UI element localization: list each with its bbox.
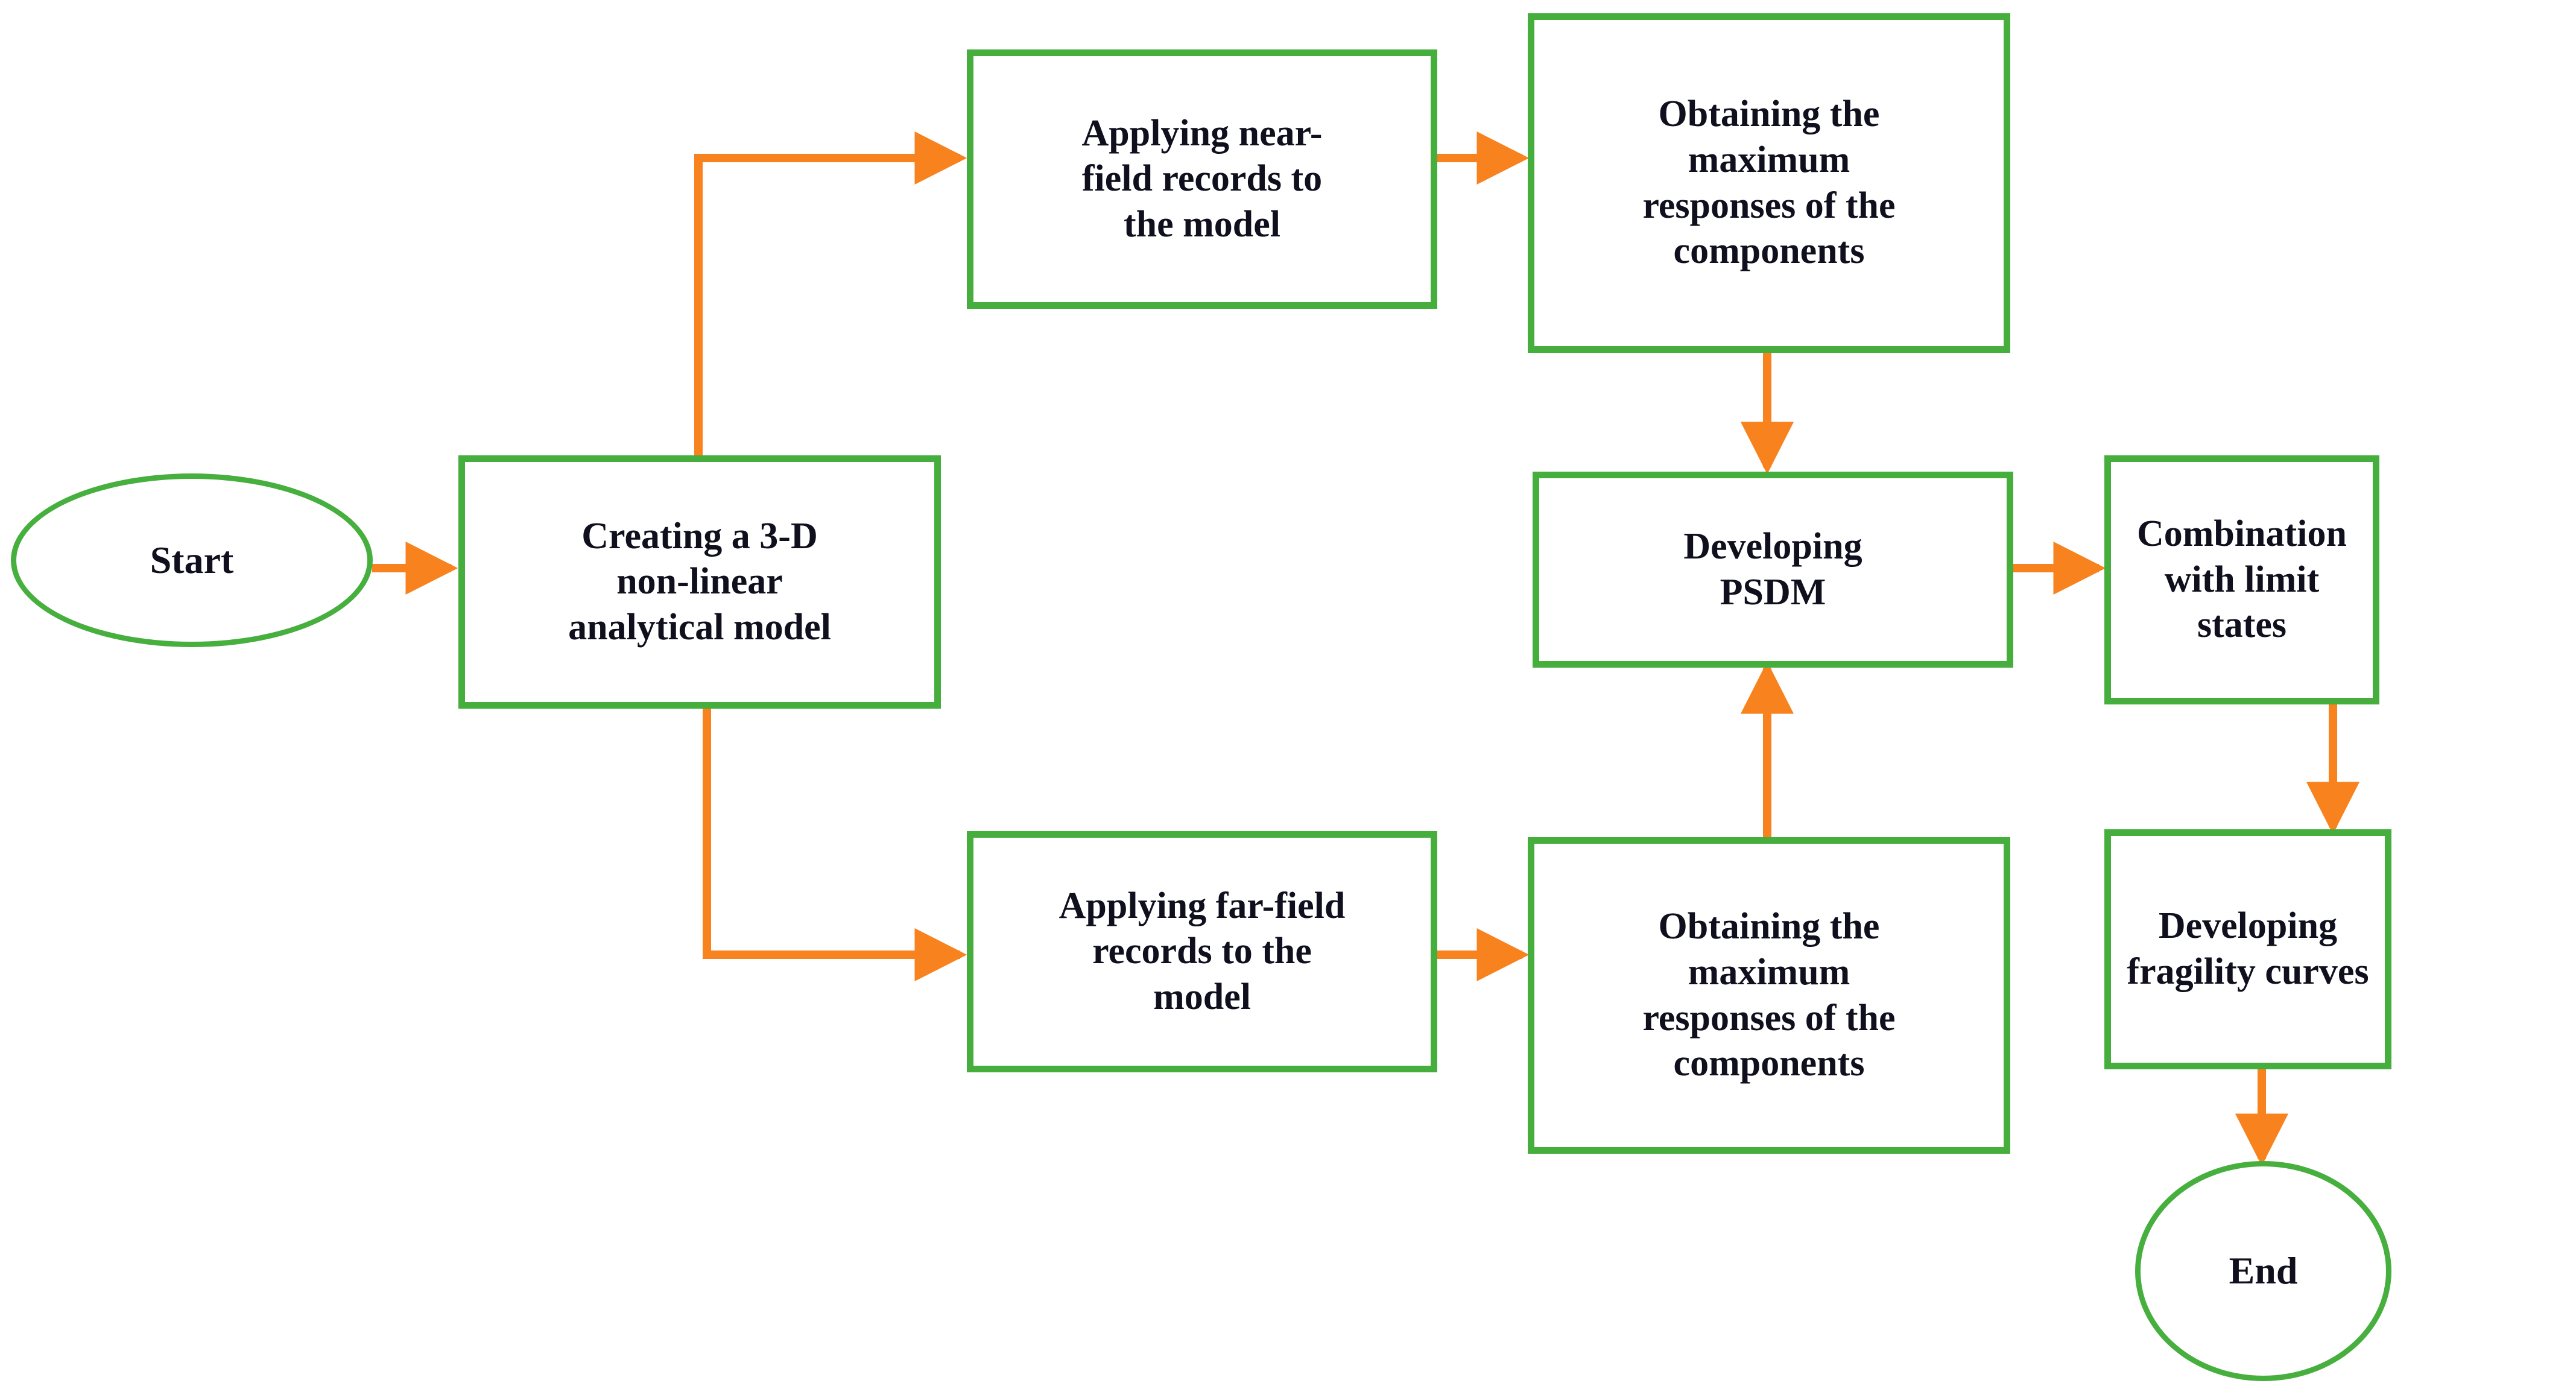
edge-model-to-far-field <box>703 707 967 982</box>
node-combination-limit-states-label: Combination with limit states <box>2137 513 2347 646</box>
node-combination-limit-states[interactable]: Combination with limit states <box>2104 455 2379 704</box>
node-applying-near-field-records-label: Applying near- field records to the mode… <box>1081 112 1323 245</box>
node-creating-3d-model[interactable]: Creating a 3-D non-linear analytical mod… <box>458 455 941 709</box>
node-applying-near-field-records[interactable]: Applying near- field records to the mode… <box>967 49 1437 309</box>
node-developing-fragility-curves[interactable]: Developing fragility curves <box>2104 829 2391 1069</box>
node-start[interactable]: Start <box>11 473 373 647</box>
node-creating-3d-model-label: Creating a 3-D non-linear analytical mod… <box>568 515 831 648</box>
node-developing-fragility-curves-label: Developing fragility curves <box>2127 905 2369 992</box>
node-applying-far-field-records[interactable]: Applying far-field records to the model <box>967 831 1437 1072</box>
node-developing-psdm[interactable]: Developing PSDM <box>1533 472 2013 668</box>
node-developing-psdm-label: Developing PSDM <box>1683 525 1862 613</box>
node-end-label: End <box>2229 1249 2298 1292</box>
node-max-responses-near-field[interactable]: Obtaining the maximum responses of the c… <box>1528 13 2010 353</box>
node-applying-far-field-records-label: Applying far-field records to the model <box>1059 885 1346 1017</box>
edge-model-to-near-field <box>694 131 967 455</box>
node-max-responses-far-field-label: Obtaining the maximum responses of the c… <box>1642 906 1896 1084</box>
node-end[interactable]: End <box>2135 1161 2391 1381</box>
node-max-responses-far-field[interactable]: Obtaining the maximum responses of the c… <box>1528 837 2010 1154</box>
node-max-responses-near-field-label: Obtaining the maximum responses of the c… <box>1642 93 1896 272</box>
node-start-label: Start <box>150 538 234 581</box>
